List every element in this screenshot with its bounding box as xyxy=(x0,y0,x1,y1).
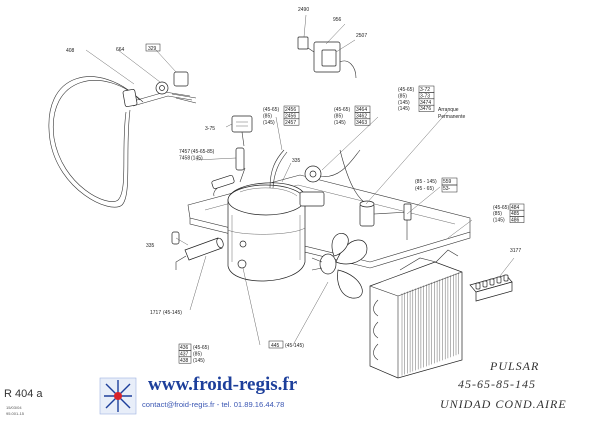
label-329: 329 xyxy=(148,46,157,52)
leader-lines xyxy=(85,14,515,346)
group-fan-num-2: 486 xyxy=(511,217,520,223)
drier-tube xyxy=(171,231,224,270)
label-3-75: 3-75 xyxy=(205,126,215,132)
group-fan-pre-2: (145) xyxy=(493,217,505,223)
svg-text:www.froid-regis.fr: www.froid-regis.fr xyxy=(148,374,298,395)
group-start-pre-0: (45-65) xyxy=(398,87,414,93)
relay-block xyxy=(231,115,253,147)
part-labels: 2490 956 2507 408 664 329 3-75 335 335 1… xyxy=(66,7,521,349)
group-dryer-pre-0: (85 - 145) xyxy=(415,179,437,185)
label-group-dryer: (85 - 145) 559 (45 - 65) 53- xyxy=(415,177,458,193)
compressor xyxy=(227,182,306,282)
group-caps-num-0: 2456 xyxy=(285,107,296,113)
label-group-compressor: 436 (45-65) 437 (85) 438 (145) xyxy=(178,343,209,364)
group-comp-num-2: (145) xyxy=(193,358,205,364)
group-valve-pre-1: 7458 xyxy=(179,155,190,161)
group-relay-num-1: 3462 xyxy=(356,113,367,119)
group-fan-pre-1: (85) xyxy=(493,211,502,217)
start-note-2: Permanente xyxy=(438,114,465,120)
group-start-pre-3: (145) xyxy=(398,106,410,112)
group-valve-pre-0: 7457 xyxy=(179,149,190,155)
label-445: 445 xyxy=(271,343,280,349)
start-note-1: Arranque xyxy=(438,107,459,113)
group-dryer-num-0: 559 xyxy=(443,179,452,185)
svg-text:contact@froid-regis.fr - tel.: contact@froid-regis.fr - tel. 01.89.16.4… xyxy=(142,400,284,409)
group-fan-pre-0: (45-65) xyxy=(493,205,509,211)
group-start-num-1: 3-73 xyxy=(420,93,430,99)
group-comp-num-1: (85) xyxy=(193,351,202,357)
group-caps-pre-1: (85) xyxy=(263,113,272,119)
label-group-relay: (45-65) 3464 (85) 3462 (145) 3463 xyxy=(334,105,371,126)
group-fan-num-1: 485 xyxy=(511,211,520,217)
title-line-3: UNIDAD COND.AIRE xyxy=(440,397,567,411)
label-group-capacitor: (45-65) 2456 (85) 2456 (145) 2457 xyxy=(263,105,300,126)
group-relay-num-2: 3463 xyxy=(356,120,367,126)
start-capacitor xyxy=(359,200,411,227)
group-comp-pre-0: 436 xyxy=(180,345,189,351)
group-caps-num-1: 2456 xyxy=(285,113,296,119)
label-group-fan-motor: (45-65)484 (85) 485 (145) 486 xyxy=(493,203,525,223)
thermostat xyxy=(155,71,197,104)
brand-logo xyxy=(99,377,137,415)
condenser-coil xyxy=(369,249,463,379)
group-dryer-num-1: 53- xyxy=(443,186,451,192)
power-cord xyxy=(48,76,193,208)
group-start-pre-1: (85) xyxy=(398,93,407,99)
terminal-block xyxy=(469,274,513,302)
group-relay-pre-2: (145) xyxy=(334,120,346,126)
group-fan-num-0: 484 xyxy=(511,205,520,211)
label-335-top: 335 xyxy=(292,158,301,164)
group-start-num-3: 3476 xyxy=(420,106,431,112)
label-1717: 1717 xyxy=(150,310,161,316)
label-2490: 2490 xyxy=(298,7,309,13)
starting-relay xyxy=(299,149,369,207)
refrigerant-label: R 404 a xyxy=(4,388,43,400)
label-445-range: (45-145) xyxy=(285,343,304,349)
group-dryer-pre-1: (45 - 65) xyxy=(415,186,434,192)
group-caps-pre-2: (145) xyxy=(263,120,275,126)
group-start-num-2: 3474 xyxy=(420,100,431,106)
group-relay-pre-1: (85) xyxy=(334,113,343,119)
label-956: 956 xyxy=(333,17,342,23)
label-335-left: 335 xyxy=(146,243,155,249)
group-relay-num-0: 3464 xyxy=(356,107,367,113)
refrigerant-code: R 404 a 15/03/04 95.001-15 xyxy=(4,388,43,416)
title-line-2: 45-65-85-145 xyxy=(458,377,536,391)
contact-link[interactable]: contact@froid-regis.fr - tel. 01.89.16.4… xyxy=(142,400,284,409)
pressure-sensor xyxy=(403,203,412,240)
label-group-valve: 7457(45-65-85)7458(145) xyxy=(179,149,215,161)
title-line-1: PULSAR xyxy=(489,359,539,373)
ref-date: 15/03/04 xyxy=(6,405,22,410)
tubing xyxy=(211,147,288,197)
group-caps-pre-0: (45-65) xyxy=(263,107,279,113)
control-box xyxy=(297,36,357,79)
ref-number: 95.001-15 xyxy=(6,411,25,416)
website-link[interactable]: www.froid-regis.fr xyxy=(148,374,298,395)
group-caps-num-2: 2457 xyxy=(285,120,296,126)
group-valve-num-0: (45-65-85) xyxy=(191,149,215,155)
label-group-start: (45-65) 3-72 (85) 3-73 (145) 3474 (145) 3476 xyxy=(398,85,435,112)
group-comp-pre-1: 437 xyxy=(180,351,189,357)
group-comp-num-0: (45-65) xyxy=(193,345,209,351)
group-start-pre-2: (145) xyxy=(398,100,410,106)
fan xyxy=(311,233,368,299)
label-1717-range: (45-145) xyxy=(163,310,182,316)
group-valve-num-1: (145) xyxy=(191,155,203,161)
label-2507: 2507 xyxy=(356,33,367,39)
group-comp-pre-2: 438 xyxy=(180,358,189,364)
label-408: 408 xyxy=(66,48,75,54)
label-3177: 3177 xyxy=(510,248,521,254)
group-relay-pre-0: (45-65) xyxy=(334,107,350,113)
title-block: PULSAR 45-65-85-145 UNIDAD COND.AIRE xyxy=(440,359,567,411)
label-664: 664 xyxy=(116,47,125,53)
group-start-num-0: 3-72 xyxy=(420,87,430,93)
